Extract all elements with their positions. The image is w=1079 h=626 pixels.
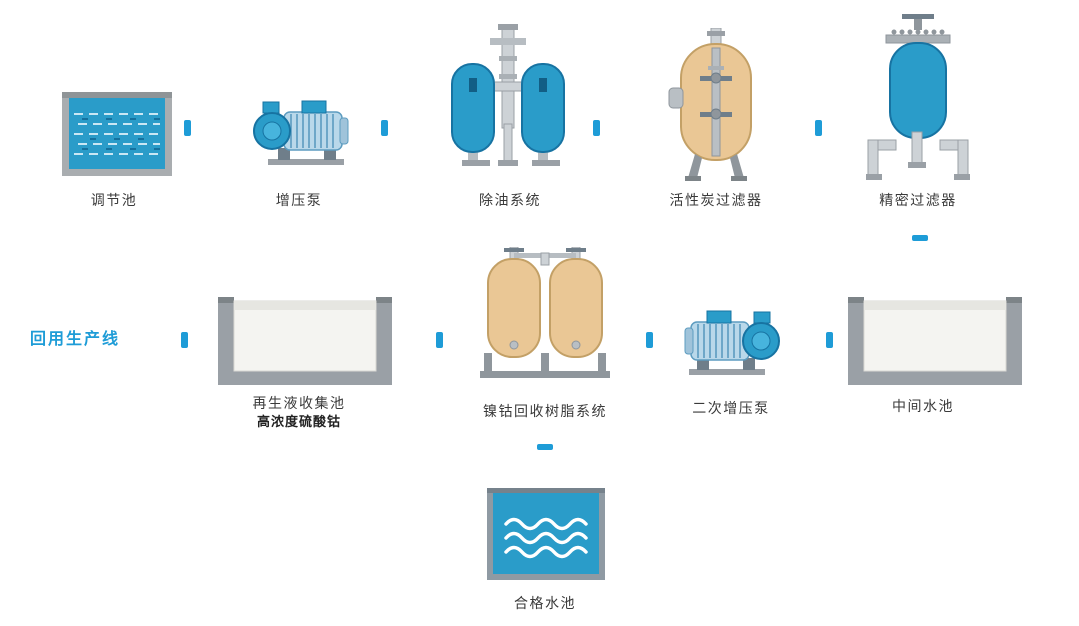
equipment-label-nickel-cobalt-resin-system: 镍钴回收树脂系统 <box>483 403 607 419</box>
flow-connector-right <box>181 332 188 348</box>
equipment-oil-removal-system <box>448 24 568 174</box>
activated-carbon-filter-icon <box>668 27 752 181</box>
nickel-cobalt-resin-system-icon <box>480 246 610 378</box>
flow-connector-down <box>537 444 553 450</box>
intermediate-water-tank-icon <box>848 297 1022 385</box>
flow-connector-right <box>436 332 443 348</box>
flow-connector-right <box>815 120 822 136</box>
secondary-booster-pump-icon <box>684 310 780 375</box>
regen-liquid-collection-tank-icon <box>218 297 392 385</box>
equipment-label-intermediate-water-tank: 中间水池 <box>892 398 954 414</box>
equipment-label-secondary-booster-pump: 二次增压泵 <box>692 400 770 416</box>
equipment-qualified-water-tank <box>487 488 605 580</box>
equipment-precision-filter <box>866 14 970 186</box>
oil-removal-system-icon <box>451 24 565 166</box>
flow-connector-right <box>381 120 388 136</box>
equipment-secondary-booster-pump <box>679 306 783 378</box>
equipment-label-oil-removal-system: 除油系统 <box>479 192 541 208</box>
equipment-nickel-cobalt-resin-system <box>478 246 612 382</box>
equipment-activated-carbon-filter <box>667 27 765 183</box>
equipment-regen-liquid-collection-tank <box>218 297 392 385</box>
equipment-regulating-tank <box>62 92 172 176</box>
equipment-sublabel-cobalt-sulfate: 高浓度硫酸钴 <box>256 414 341 429</box>
equipment-label-regulating-tank: 调节池 <box>90 192 138 208</box>
precision-filter-icon <box>866 14 970 180</box>
booster-pump-icon <box>253 100 349 165</box>
flow-connector-right <box>593 120 600 136</box>
flow-connector-right <box>646 332 653 348</box>
flow-connector-right <box>184 120 191 136</box>
flow-connector-right <box>826 332 833 348</box>
regulating-tank-icon <box>62 92 172 176</box>
equipment-label-booster-pump: 增压泵 <box>275 192 323 208</box>
equipment-label-regen-liquid-collection-tank: 再生液收集池 <box>252 395 346 411</box>
equipment-label-activated-carbon-filter: 活性炭过滤器 <box>669 192 763 208</box>
qualified-water-tank-icon <box>487 488 605 580</box>
flow-connector-down <box>912 235 928 241</box>
equipment-booster-pump <box>250 96 354 168</box>
equipment-label-precision-filter: 精密过滤器 <box>879 192 957 208</box>
production-line-label: 回用生产线 <box>30 331 121 348</box>
equipment-label-qualified-water-tank: 合格水池 <box>514 595 576 611</box>
equipment-intermediate-water-tank <box>848 297 1022 385</box>
